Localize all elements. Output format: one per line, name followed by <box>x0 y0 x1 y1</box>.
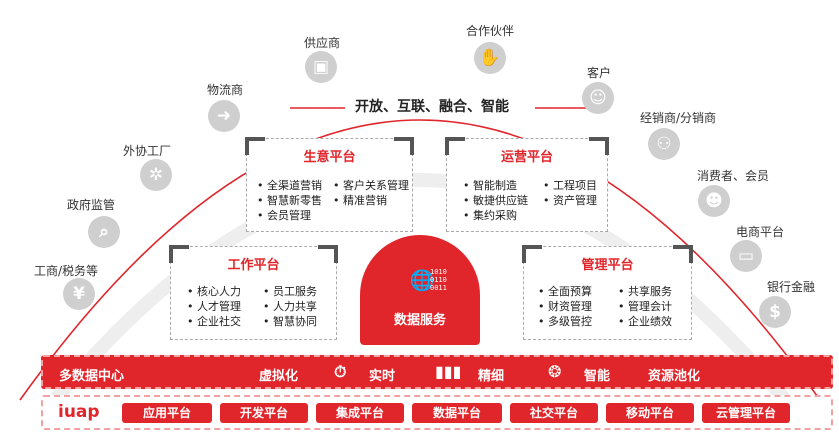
pill-integration-platform: 集成平台 <box>316 403 404 423</box>
distributor-icon: ⚇ <box>648 128 680 160</box>
list-item: 共享服务 <box>618 284 672 299</box>
list-item: 企业绩效 <box>618 314 672 329</box>
list-item: 企业社交 <box>187 314 241 329</box>
management-list-left: 全面预算 财资管理 多级管控 <box>538 284 592 329</box>
list-item: 会员管理 <box>257 208 322 223</box>
corner-mark <box>445 137 465 155</box>
realtime-label: 实时 <box>369 369 396 384</box>
outer-label-partner: 合作伙伴 <box>465 24 515 38</box>
binary-digits: 1010 0110 0011 <box>430 268 447 292</box>
resource-pooling-label: 资源池化 <box>648 369 701 384</box>
corner-mark <box>589 137 609 155</box>
management-platform: 管理平台 全面预算 财资管理 多级管控 共享服务 管理会计 企业绩效 <box>522 245 693 340</box>
list-item: 敏捷供应链 <box>463 193 528 208</box>
work-list-left: 核心人力 人才管理 企业社交 <box>187 284 241 329</box>
business-list-right: 客户关系管理 精准营销 <box>333 178 409 208</box>
list-item: 管理会计 <box>618 299 672 314</box>
list-item: 核心人力 <box>187 284 241 299</box>
list-item: 精准营销 <box>333 193 409 208</box>
list-item: 智慧协同 <box>263 314 317 329</box>
list-item: 人才管理 <box>187 299 241 314</box>
outer-label-ecommerce: 电商平台 <box>735 225 785 239</box>
work-platform: 工作平台 核心人力 人才管理 企业社交 员工服务 人力共享 智慧协同 <box>169 245 338 340</box>
dollar-icon: $ <box>759 296 791 328</box>
outer-label-bank: 银行金融 <box>766 280 816 294</box>
business-platform-title: 生意平台 <box>303 150 356 165</box>
supplier-icon: ▣ <box>305 51 337 83</box>
business-platform: 生意平台 全渠道营销 智慧新零售 会员管理 客户关系管理 精准营销 <box>245 137 414 232</box>
iuap-label: iuap <box>58 402 100 422</box>
pill-cloud-management-platform: 云管理平台 <box>702 403 790 423</box>
list-item: 人力共享 <box>263 299 317 314</box>
customer-icon: ☺ <box>582 82 614 114</box>
yen-icon: ¥ <box>63 278 95 310</box>
data-center-bar: 多数据中心 虚拟化 ⏱ 实时 ▮▮▮ 精细 ❂ 智能 资源池化 <box>41 355 833 389</box>
virtualization-label: 虚拟化 <box>259 369 299 384</box>
list-item: 工程项目 <box>543 178 597 193</box>
corner-mark <box>522 245 542 263</box>
outer-label-factory: 外协工厂 <box>122 144 172 158</box>
fine-grained-label: 精细 <box>478 369 505 384</box>
list-item: 多级管控 <box>538 314 592 329</box>
gear-icon: ✲ <box>140 159 172 191</box>
operations-platform: 运营平台 智能制造 敏捷供应链 集约采购 工程项目 资产管理 <box>445 137 609 232</box>
outer-label-gov: 政府监管 <box>66 198 116 212</box>
consumer-icon: ☻ <box>698 185 730 217</box>
pill-social-platform: 社交平台 <box>510 403 598 423</box>
pill-application-platform: 应用平台 <box>122 403 212 423</box>
outer-label-tax: 工商/税务等 <box>33 264 99 278</box>
corner-mark <box>394 137 414 155</box>
bar-chart-icon: ▮▮▮ <box>435 362 462 381</box>
outer-label-supplier: 供应商 <box>303 36 341 50</box>
monitor-icon: ▭ <box>730 240 762 272</box>
business-list-left: 全渠道营销 智慧新零售 会员管理 <box>257 178 322 223</box>
pill-mobile-platform: 移动平台 <box>606 403 694 423</box>
pill-development-platform: 开发平台 <box>220 403 308 423</box>
corner-mark <box>245 137 265 155</box>
list-item: 全渠道营销 <box>257 178 322 193</box>
stopwatch-icon: ⏱ <box>334 362 347 381</box>
list-item: 智能制造 <box>463 178 528 193</box>
operations-list-right: 工程项目 资产管理 <box>543 178 597 208</box>
brain-icon: ❂ <box>548 362 562 381</box>
outer-label-distributor: 经销商/分销商 <box>639 111 717 125</box>
data-center-label: 多数据中心 <box>59 369 125 384</box>
courier-icon: ➜ <box>208 100 240 132</box>
data-service-title: 数据服务 <box>393 313 446 328</box>
outer-arc <box>19 119 821 401</box>
handshake-icon: ✋ <box>474 42 506 74</box>
management-platform-title: 管理平台 <box>581 258 634 273</box>
list-item: 客户关系管理 <box>333 178 409 193</box>
outer-label-consumer: 消费者、会员 <box>696 169 770 183</box>
globe-icon: 🌐 <box>409 268 435 292</box>
work-platform-title: 工作平台 <box>227 258 280 273</box>
work-list-right: 员工服务 人力共享 智慧协同 <box>263 284 317 329</box>
corner-mark <box>673 245 693 263</box>
list-item: 员工服务 <box>263 284 317 299</box>
corner-mark <box>318 245 338 263</box>
list-item: 集约采购 <box>463 208 528 223</box>
list-item: 智慧新零售 <box>257 193 322 208</box>
list-item: 全面预算 <box>538 284 592 299</box>
operations-platform-title: 运营平台 <box>500 150 553 165</box>
operations-list-left: 智能制造 敏捷供应链 集约采购 <box>463 178 528 223</box>
outer-label-logistics: 物流商 <box>206 83 244 97</box>
pill-data-platform: 数据平台 <box>412 403 502 423</box>
outer-label-customer: 客户 <box>586 66 612 80</box>
data-service-block: 🌐 1010 0110 0011 数据服务 <box>360 235 480 345</box>
intelligence-label: 智能 <box>584 369 611 384</box>
iuap-bar: iuap 应用平台 开发平台 集成平台 数据平台 社交平台 移动平台 云管理平台 <box>41 395 833 430</box>
search-icon: ⌕ <box>88 216 120 248</box>
tagline: 开放、互联、融合、智能 <box>355 99 509 115</box>
list-item: 财资管理 <box>538 299 592 314</box>
corner-mark <box>169 245 189 263</box>
management-list-right: 共享服务 管理会计 企业绩效 <box>618 284 672 329</box>
list-item: 资产管理 <box>543 193 597 208</box>
